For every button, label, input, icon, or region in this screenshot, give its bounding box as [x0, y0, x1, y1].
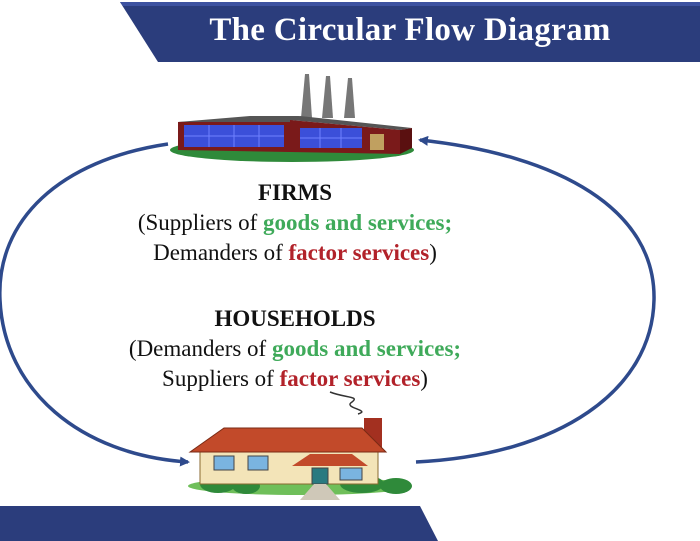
households-line-2: Suppliers of factor services)	[60, 364, 530, 394]
households-line-2-suffix: )	[420, 366, 428, 391]
house-icon	[188, 391, 412, 500]
firms-label-block: FIRMS (Suppliers of goods and services; …	[60, 178, 530, 268]
right-flow-arrow	[415, 135, 656, 464]
households-line-2-prefix: Suppliers of	[162, 366, 280, 391]
households-line-1-prefix: (Demanders of	[128, 336, 272, 361]
households-factor-highlight: factor services	[279, 366, 421, 391]
factory-icon	[170, 74, 414, 162]
firms-line-2-prefix: Demanders of	[153, 240, 289, 265]
households-goods-highlight: goods and services;	[271, 336, 462, 361]
page-title: The Circular Flow Diagram	[209, 12, 611, 48]
firms-line-1: (Suppliers of goods and services;	[60, 208, 530, 238]
firms-goods-highlight: goods and services;	[263, 210, 453, 235]
title-banner	[120, 2, 700, 62]
households-label-block: HOUSEHOLDS (Demanders of goods and servi…	[60, 304, 530, 394]
firms-heading: FIRMS	[257, 180, 333, 205]
firms-factor-highlight: factor services	[288, 240, 430, 265]
firms-line-2: Demanders of factor services)	[60, 238, 530, 268]
firms-line-1-prefix: (Suppliers of	[137, 210, 264, 235]
households-line-1: (Demanders of goods and services;	[60, 334, 530, 364]
left-flow-arrow	[0, 142, 190, 467]
firms-line-2-suffix: )	[429, 240, 437, 265]
households-heading: HOUSEHOLDS	[214, 306, 376, 331]
bottom-banner	[0, 506, 438, 541]
